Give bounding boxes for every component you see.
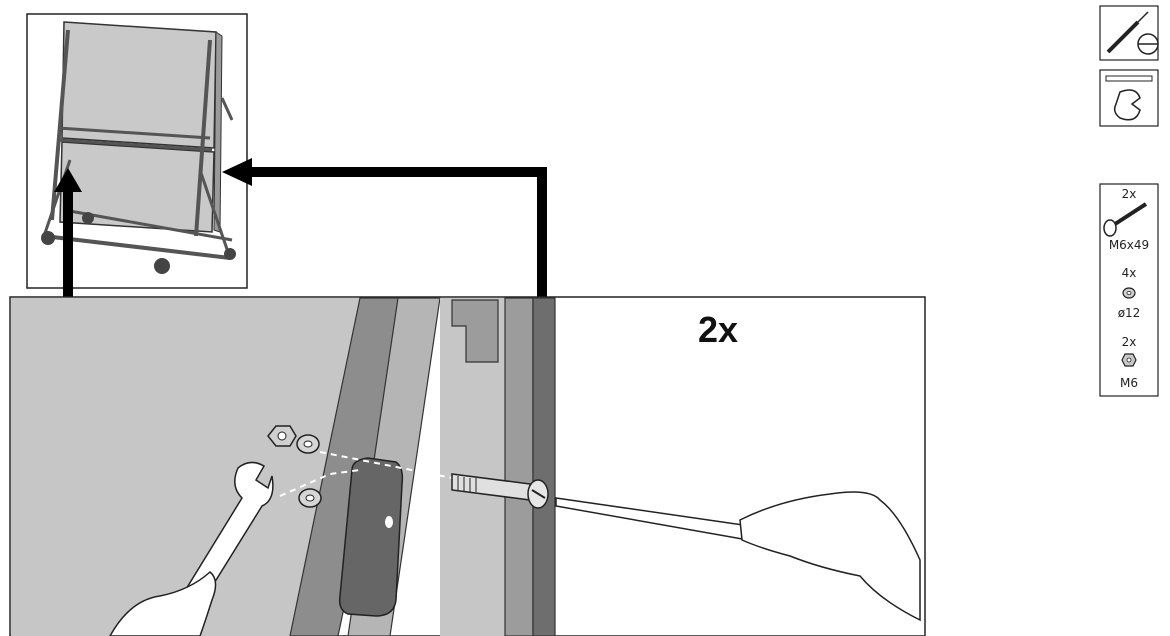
bolt-icon (1103, 202, 1148, 237)
detail-view: 2x (9, 296, 926, 636)
wrench-icon (1099, 69, 1159, 127)
screwdriver-tool (555, 491, 921, 622)
wrench-tool (109, 461, 274, 636)
part-washer-qty: 4x (1122, 266, 1137, 280)
part-nut-label: M6 (1120, 376, 1138, 390)
washer-icon (1122, 287, 1136, 299)
nut-part (267, 425, 297, 447)
bolt-part (451, 473, 549, 509)
parts-legend: 2x M6x49 4x ø12 2x M6 (1099, 183, 1159, 397)
washer-part (296, 434, 322, 508)
part-bolt-label: M6x49 (1109, 238, 1149, 252)
step-quantity: 2x (698, 309, 738, 350)
overview-inset (26, 13, 248, 289)
part-nut-qty: 2x (1122, 335, 1137, 349)
part-washer-label: ø12 (1118, 306, 1141, 320)
tool-legend (1099, 5, 1159, 127)
nut-icon (1121, 353, 1137, 367)
pointer-arrows (54, 158, 547, 298)
screwdriver-icon (1099, 5, 1159, 61)
part-bolt-qty: 2x (1122, 187, 1137, 201)
